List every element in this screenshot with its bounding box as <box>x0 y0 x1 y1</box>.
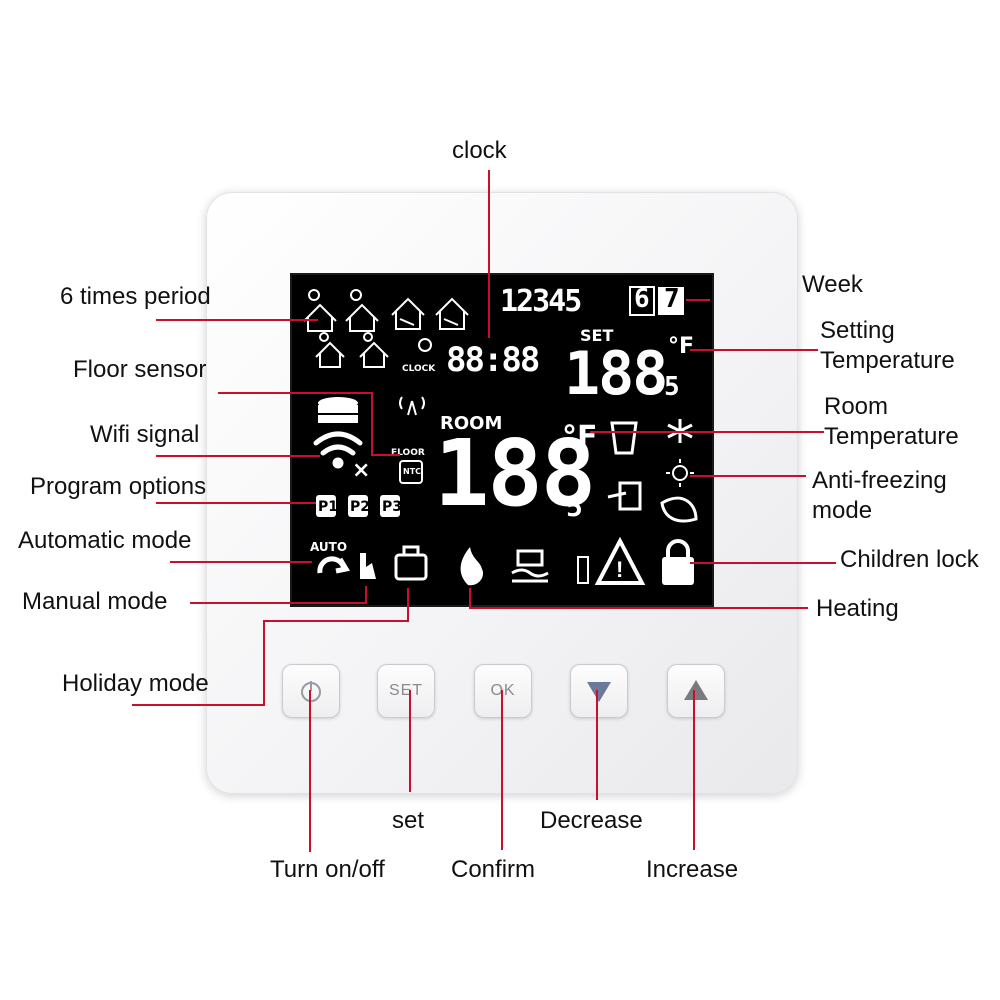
svg-text:!: ! <box>616 557 623 582</box>
label-six-periods: 6 times period <box>60 283 211 310</box>
leaf-icon <box>660 496 698 523</box>
lcd-screen <box>290 273 714 607</box>
lcd-week-6: 6 <box>634 284 650 314</box>
increase-button[interactable] <box>667 664 725 718</box>
label-setting-temp-2: Temperature <box>820 347 955 374</box>
up-arrow-icon <box>684 680 708 700</box>
lcd-room-temp: 188 <box>434 420 596 527</box>
program-p2-box <box>348 495 368 517</box>
manual-hand-icon <box>360 553 376 579</box>
lcd-set-unit: °F <box>668 334 695 359</box>
decrease-button[interactable] <box>570 664 628 718</box>
program-p1-box <box>316 495 336 517</box>
label-program: Program options <box>30 473 207 500</box>
lcd-wifi-x: × <box>352 458 371 483</box>
down-arrow-icon <box>587 682 611 702</box>
label-confirm: Confirm <box>451 856 536 883</box>
line-manual <box>190 586 367 604</box>
lcd-icons: ! <box>303 286 698 586</box>
line-floor-sensor <box>218 392 400 456</box>
label-wifi: Wifi signal <box>90 421 200 448</box>
program-p3-box <box>380 495 400 517</box>
label-set: set <box>392 807 425 834</box>
label-decrease: Decrease <box>540 807 643 834</box>
label-turn-on-off: Turn on/off <box>270 856 385 883</box>
lcd-week-7: 7 <box>664 284 680 314</box>
lcd-set-temp: 188 <box>564 339 668 409</box>
lcd-set-label: SET <box>580 326 614 345</box>
period-5-icon <box>315 332 345 368</box>
period-1-icon <box>303 289 337 332</box>
label-anti-freezing-2: mode <box>812 497 873 524</box>
label-holiday: Holiday mode <box>62 670 209 697</box>
period-3-icon <box>391 297 425 330</box>
week-box-7 <box>658 287 684 315</box>
antenna-icon <box>399 396 425 416</box>
label-increase: Increase <box>646 856 739 883</box>
lcd-room-decimal: 5 <box>566 490 583 523</box>
period-4-icon <box>435 297 469 330</box>
lcd-week-digits: 12345 <box>500 284 582 319</box>
label-children-lock: Children lock <box>840 546 979 573</box>
lcd-clock-label: CLOCK <box>402 364 436 374</box>
lcd-room-unit: °F <box>562 420 598 455</box>
server-icon <box>318 397 358 423</box>
line-heating <box>469 588 808 609</box>
lcd-clock-time: 88:88 <box>446 340 540 380</box>
window-icon <box>610 421 638 455</box>
lcd-room-label: ROOM <box>440 413 503 434</box>
label-setting-temp-1: Setting <box>820 317 895 344</box>
lcd-ntc-label: NTC <box>403 467 422 476</box>
label-room-temp-1: Room <box>824 393 889 420</box>
lcd-program-p2: P2 <box>350 499 371 515</box>
lcd-set-decimal: 5 <box>664 372 680 402</box>
period-2-icon <box>345 289 379 332</box>
flame-icon <box>460 547 484 586</box>
week-box-6 <box>629 286 655 316</box>
label-room-temp-2: Temperature <box>824 423 959 450</box>
set-button[interactable]: SET <box>377 664 435 718</box>
holiday-bag-icon <box>394 545 428 581</box>
label-week: Week <box>802 271 863 298</box>
lock-icon <box>662 539 694 585</box>
period-6-icon <box>359 332 389 368</box>
warning-icon <box>594 536 646 585</box>
door-exit-icon <box>607 481 642 511</box>
line-holiday <box>132 588 409 706</box>
auto-refresh-icon <box>317 556 350 574</box>
lcd-auto-label: AUTO <box>310 540 348 554</box>
sun-icon <box>666 459 694 487</box>
lcd-floor-label: FLOOR <box>391 448 425 458</box>
lcd-program-p1: P1 <box>318 499 339 515</box>
floor-heating-icon <box>511 549 549 583</box>
label-floor-sensor: Floor sensor <box>73 356 207 383</box>
wifi-icon <box>313 431 363 469</box>
battery-icon <box>577 556 589 584</box>
label-anti-freezing-1: Anti-freezing <box>812 467 947 494</box>
label-clock: clock <box>452 137 507 164</box>
clock-icon <box>418 338 432 352</box>
label-automatic: Automatic mode <box>18 527 192 554</box>
ntc-box <box>399 460 423 484</box>
lcd-program-p3: P3 <box>382 499 403 515</box>
label-manual: Manual mode <box>22 588 168 615</box>
label-heating: Heating <box>816 595 899 622</box>
